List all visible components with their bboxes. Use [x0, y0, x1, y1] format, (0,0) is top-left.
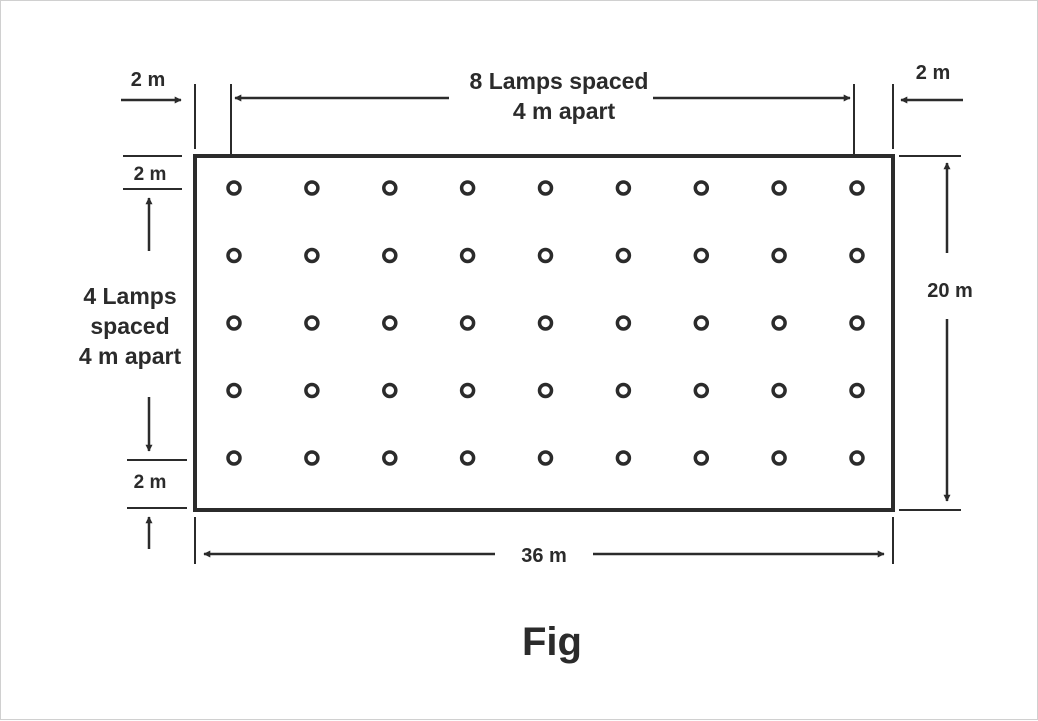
lamp-icon — [771, 450, 787, 466]
figure-caption: Fig — [522, 620, 582, 664]
right-width-label: 20 m — [927, 280, 973, 302]
lamp-icon — [226, 450, 242, 466]
lamp-icon — [849, 450, 865, 466]
top-spacing-label-line1: 8 Lamps spaced — [470, 68, 649, 94]
lamp-icon — [693, 180, 710, 196]
top-spacing-label-line2: 4 m apart — [513, 98, 616, 124]
lamp-icon — [771, 382, 787, 399]
lamp-icon — [849, 382, 865, 399]
left-spacing-label-line3: 4 m apart — [79, 343, 182, 369]
lamp-icon — [459, 180, 476, 196]
lamp-icon — [849, 180, 865, 196]
left-spacing-label-line2: spaced — [90, 313, 169, 339]
lamp-icon — [304, 382, 320, 399]
left-spacing-label-line1: 4 Lamps — [83, 283, 176, 309]
bottom-length-label: 36 m — [521, 545, 567, 567]
lamp-icon — [615, 382, 632, 399]
lamp-icon — [226, 315, 242, 331]
lamp-icon — [304, 450, 320, 466]
lamp-icon — [304, 180, 320, 196]
lamp-icon — [693, 382, 710, 399]
lamp-icon — [459, 247, 476, 264]
lamp-icon — [459, 315, 476, 331]
lamp-icon — [304, 247, 320, 264]
top-left-margin-label: 2 m — [131, 69, 165, 91]
lamp-icon — [382, 450, 398, 466]
lamp-icon — [537, 180, 554, 196]
lamp-icon — [382, 247, 398, 264]
lamp-icon — [226, 382, 242, 399]
top-right-margin-label: 2 m — [916, 62, 950, 84]
lamp-icon — [459, 382, 476, 399]
lamp-icon — [615, 247, 632, 264]
lamp-icon — [382, 382, 398, 399]
lamp-icon — [771, 247, 787, 264]
lamp-icon — [382, 315, 398, 331]
lamp-icon — [304, 315, 320, 331]
lamp-icon — [537, 450, 554, 466]
left-top-margin-label: 2 m — [134, 164, 167, 185]
lamp-icon — [615, 315, 632, 331]
left-bottom-margin-label: 2 m — [134, 472, 167, 493]
lamp-icon — [771, 315, 787, 331]
lamp-icon — [615, 450, 632, 466]
lamp-icon — [226, 180, 242, 196]
lamp-grid — [226, 180, 865, 466]
lamp-icon — [537, 247, 554, 264]
lamp-icon — [537, 315, 554, 331]
lamp-icon — [693, 315, 710, 331]
lamp-icon — [849, 315, 865, 331]
lamp-icon — [459, 450, 476, 466]
lamp-icon — [693, 247, 710, 264]
lamp-icon — [771, 180, 787, 196]
lamp-icon — [849, 247, 865, 264]
lamp-icon — [615, 180, 632, 196]
lamp-icon — [693, 450, 710, 466]
lamp-icon — [382, 180, 398, 196]
lamp-icon — [226, 247, 242, 264]
lamp-icon — [537, 382, 554, 399]
